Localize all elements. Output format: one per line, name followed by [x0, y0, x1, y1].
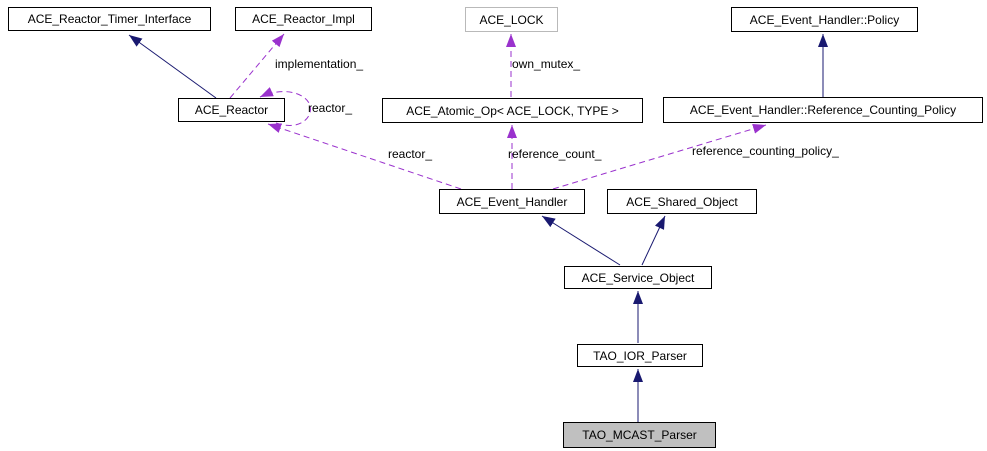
edge-label-reference-counting-policy: reference_counting_policy_: [692, 144, 839, 158]
class-node-tao-ior-parser[interactable]: TAO_IOR_Parser: [577, 344, 703, 367]
class-node-ace-service-object[interactable]: ACE_Service_Object: [564, 266, 712, 289]
edge-label-reactor: reactor_: [308, 101, 353, 115]
inheritance-edges: [128, 34, 828, 422]
inheritance-edge-ace-service-object-to-ace-event-handler: [541, 215, 621, 266]
usage-edge-reactor-edge: [267, 123, 462, 190]
class-node-ace-reactor-timer-interface[interactable]: ACE_Reactor_Timer_Interface: [8, 7, 211, 31]
usage-edge-reactor-self-loop: [259, 87, 311, 126]
usage-edge-reference-counting-policy-edge: [552, 123, 767, 190]
class-node-ace-lock: ACE_LOCK: [465, 7, 558, 32]
inheritance-edge-ace-service-object-to-ace-shared-object: [641, 215, 666, 266]
class-node-ace-atomic-op[interactable]: ACE_Atomic_Op< ACE_LOCK, TYPE >: [382, 98, 643, 123]
edge-label-own-mutex: own_mutex_: [512, 57, 581, 71]
class-node-ace-event-handler[interactable]: ACE_Event_Handler: [439, 189, 585, 214]
class-node-tao-mcast-parser[interactable]: TAO_MCAST_Parser: [563, 422, 716, 448]
class-node-ace-event-handler-policy[interactable]: ACE_Event_Handler::Policy: [731, 7, 918, 32]
edge-label-reference-count: reference_count_: [508, 147, 602, 161]
class-node-ace-reactor[interactable]: ACE_Reactor: [178, 98, 285, 122]
class-node-ace-shared-object[interactable]: ACE_Shared_Object: [607, 189, 757, 214]
usage-edge-implementation-edge: [229, 33, 285, 99]
edge-label-implementation: implementation_: [275, 57, 364, 71]
class-node-ace-reactor-impl[interactable]: ACE_Reactor_Impl: [235, 7, 372, 31]
usage-edges: [229, 33, 767, 190]
edge-label-reactor: reactor_: [388, 147, 433, 161]
class-node-ace-event-handler-reference-counting-policy[interactable]: ACE_Event_Handler::Reference_Counting_Po…: [663, 97, 983, 123]
inheritance-edge-ace-reactor-to-ace-reactor-timer-interface: [128, 34, 217, 99]
